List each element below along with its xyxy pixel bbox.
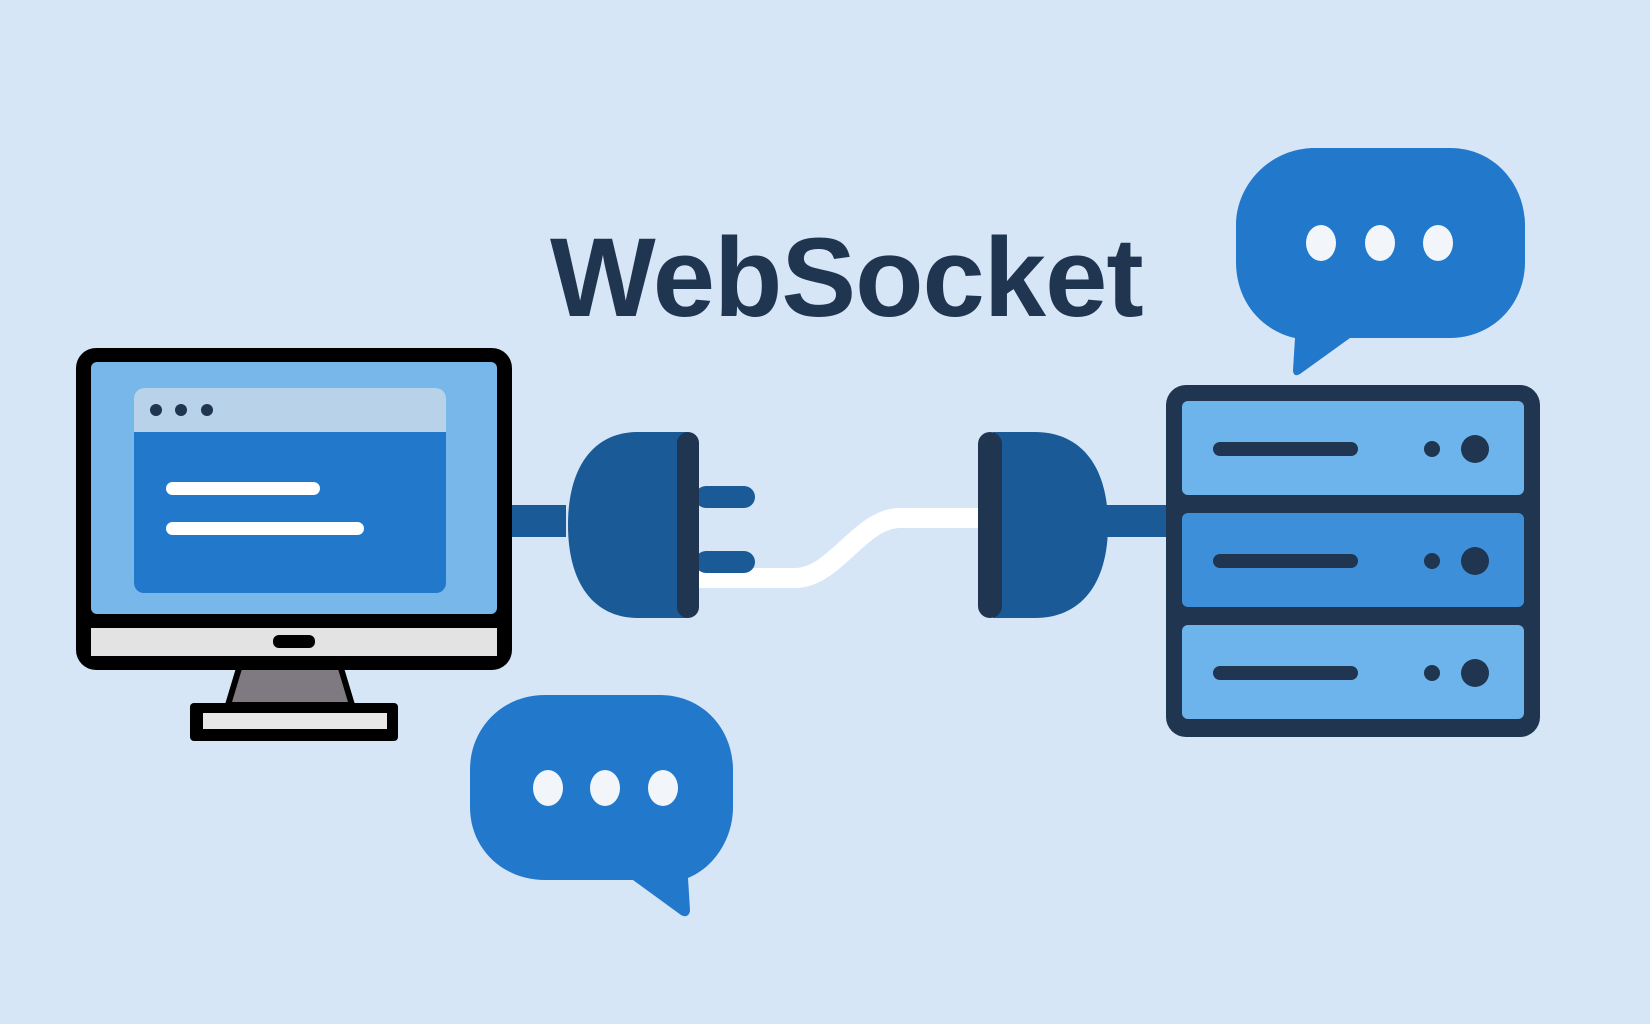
plug-icon: [568, 432, 755, 618]
socket-icon: [978, 432, 1108, 618]
typing-dot-icon: [648, 770, 678, 806]
window-dot-icon: [201, 404, 213, 416]
text-line: [166, 522, 364, 535]
diagram-title: WebSocket: [550, 215, 1144, 340]
monitor-base-top: [203, 713, 387, 729]
drive-slot: [1213, 666, 1358, 680]
window-dot-icon: [150, 404, 162, 416]
typing-dot-icon: [1306, 225, 1336, 261]
status-led-icon: [1424, 441, 1440, 457]
server-unit: [1182, 401, 1524, 495]
chat-bubble-icon: [1236, 148, 1525, 376]
socket-body: [993, 432, 1108, 618]
typing-dot-icon: [590, 770, 620, 806]
text-line: [166, 482, 320, 495]
plug-body: [568, 432, 688, 618]
chat-bubble-icon: [470, 695, 733, 917]
plug-prong: [695, 486, 755, 508]
left-cable: [512, 505, 566, 537]
right-cable: [1106, 505, 1170, 537]
power-led-icon: [1461, 435, 1489, 463]
plug-prong: [695, 551, 755, 573]
monitor-stand: [223, 662, 357, 708]
white-wire: [690, 508, 990, 588]
browser-title-bar: [134, 388, 446, 432]
monitor-power-button: [273, 635, 315, 648]
server-unit: [1182, 513, 1524, 607]
typing-dot-icon: [1365, 225, 1395, 261]
status-led-icon: [1424, 665, 1440, 681]
power-led-icon: [1461, 547, 1489, 575]
chat-bubble-shape: [470, 695, 733, 917]
typing-dot-icon: [533, 770, 563, 806]
plug-face: [677, 432, 699, 618]
server-unit: [1182, 625, 1524, 719]
status-led-icon: [1424, 553, 1440, 569]
window-dot-icon: [175, 404, 187, 416]
chat-bubble-shape: [1236, 148, 1525, 376]
server-rack-icon: [1166, 385, 1540, 737]
socket-face: [978, 432, 1002, 618]
power-led-icon: [1461, 659, 1489, 687]
desktop-monitor-icon: [76, 348, 512, 741]
typing-dot-icon: [1423, 225, 1453, 261]
drive-slot: [1213, 442, 1358, 456]
drive-slot: [1213, 554, 1358, 568]
browser-window: [134, 388, 446, 593]
